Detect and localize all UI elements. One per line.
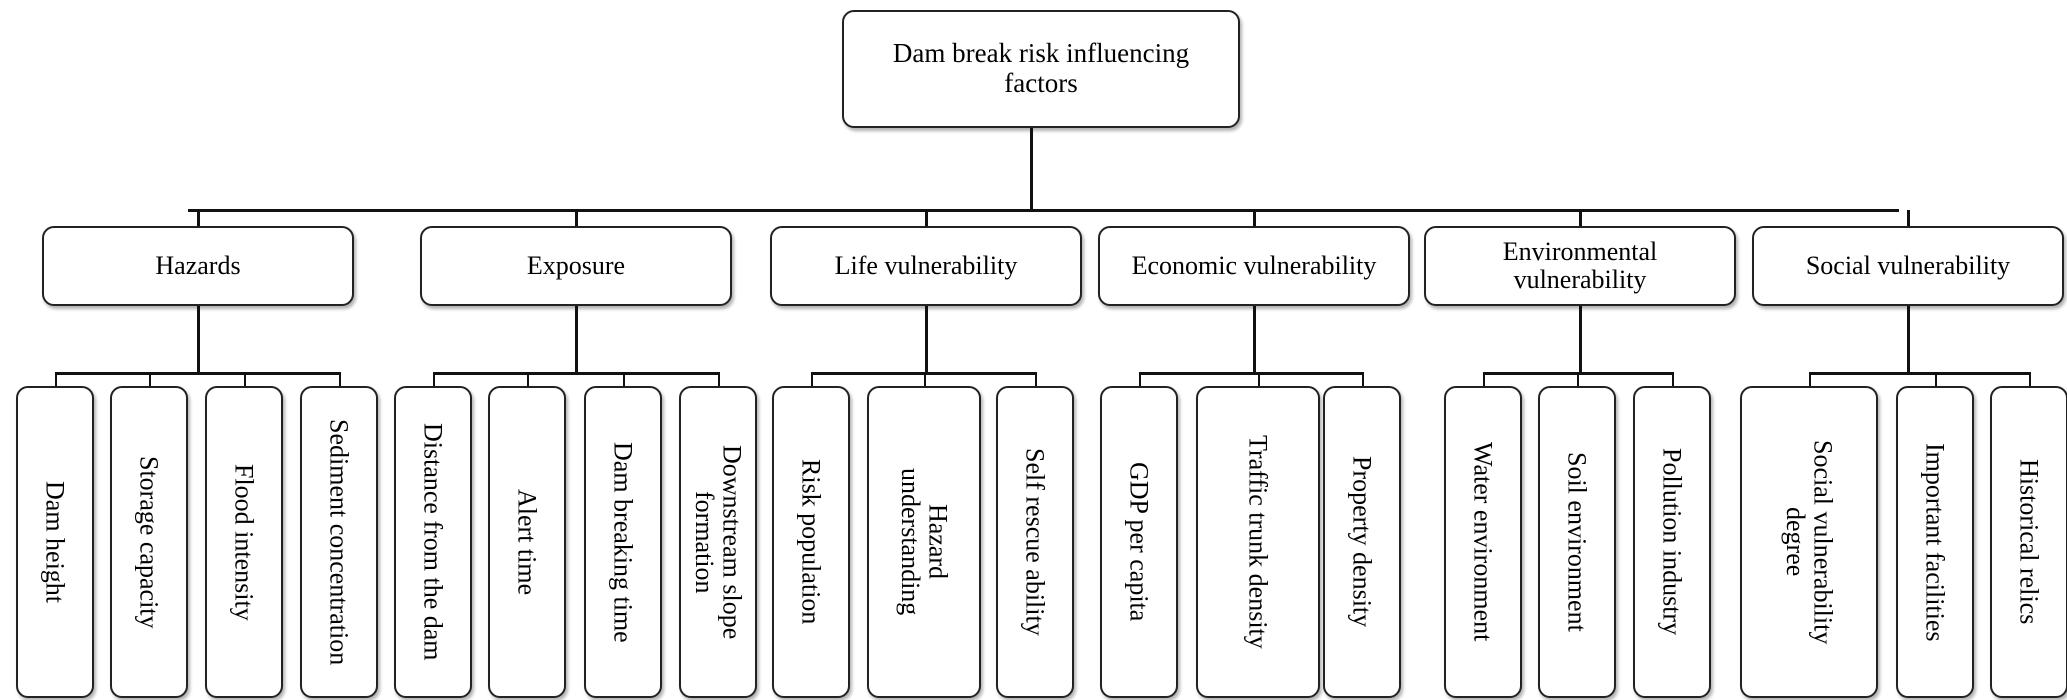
category-stem-line — [1253, 306, 1256, 373]
factor-drop-line — [55, 372, 57, 386]
factor-label: Pollution industry — [1657, 448, 1687, 636]
category-drop-line — [1907, 210, 1910, 226]
category-stem-line — [575, 306, 578, 373]
factor-node: Downstream slope formation — [679, 386, 757, 698]
category-node-environmental-vulnerability: Environmental vulnerability — [1424, 226, 1736, 306]
factor-node: Risk population — [772, 386, 850, 698]
factor-label: Important facilities — [1920, 442, 1950, 642]
category-stem-line — [1579, 306, 1582, 373]
factor-node: Distance from the dam — [394, 386, 472, 698]
category-drop-line — [197, 210, 200, 226]
factor-label: Property density — [1347, 456, 1377, 628]
factor-drop-line — [1483, 372, 1485, 386]
factor-drop-line — [924, 372, 926, 386]
category-node-life-vulnerability: Life vulnerability — [770, 226, 1082, 306]
category-node-social-vulnerability: Social vulnerability — [1752, 226, 2064, 306]
factor-node: Dam height — [16, 386, 94, 698]
factor-drop-line — [718, 372, 720, 386]
factor-label: Historical relics — [2014, 459, 2044, 625]
factor-node: Important facilities — [1896, 386, 1974, 698]
category-bus — [188, 209, 1899, 212]
category-stem-line — [1907, 306, 1910, 373]
factor-node: Storage capacity — [110, 386, 188, 698]
factor-bus-line — [1809, 372, 2031, 375]
factor-drop-line — [811, 372, 813, 386]
factor-drop-line — [1935, 372, 1937, 386]
category-node-hazards: Hazards — [42, 226, 354, 306]
factor-label: Alert time — [512, 488, 542, 596]
factor-drop-line — [623, 372, 625, 386]
factor-label: Storage capacity — [134, 455, 164, 629]
category-drop-line — [1253, 210, 1256, 226]
factor-drop-line — [1139, 372, 1141, 386]
factor-label: Soil environment — [1562, 452, 1592, 632]
factor-node: Social vulnerability degree — [1740, 386, 1878, 698]
factor-bus-line — [55, 372, 341, 375]
category-node-economic-vulnerability: Economic vulnerability — [1098, 226, 1410, 306]
factor-node: Water environment — [1444, 386, 1522, 698]
factor-label: Dam breaking time — [608, 441, 638, 643]
factor-node: Property density — [1323, 386, 1401, 698]
factor-label: Social vulnerability degree — [1781, 439, 1838, 645]
factor-label: Risk population — [796, 459, 826, 625]
root-node: Dam break risk influencing factors — [842, 10, 1240, 128]
factor-drop-line — [433, 372, 435, 386]
factor-drop-line — [1258, 372, 1260, 386]
factor-node: Self rescue ability — [996, 386, 1074, 698]
factor-node: Sediment concentration — [300, 386, 378, 698]
factor-drop-line — [1035, 372, 1037, 386]
factor-node: Dam breaking time — [584, 386, 662, 698]
category-stem-line — [925, 306, 928, 373]
factor-drop-line — [1809, 372, 1811, 386]
factor-label: Sediment concentration — [324, 418, 354, 666]
factor-node: Soil environment — [1538, 386, 1616, 698]
factor-node: Flood intensity — [205, 386, 283, 698]
factor-drop-line — [527, 372, 529, 386]
factor-drop-line — [1577, 372, 1579, 386]
category-drop-line — [925, 210, 928, 226]
category-drop-line — [575, 210, 578, 226]
factor-node: Pollution industry — [1633, 386, 1711, 698]
factor-label: Hazard understanding — [896, 468, 953, 616]
factor-bus-line — [1139, 372, 1364, 375]
factor-label: Downstream slope formation — [690, 444, 747, 640]
root-connector — [1030, 128, 1033, 210]
factor-bus-line — [433, 372, 720, 375]
factor-drop-line — [339, 372, 341, 386]
factor-drop-line — [149, 372, 151, 386]
category-node-exposure: Exposure — [420, 226, 732, 306]
factor-label: Distance from the dam — [418, 423, 448, 661]
factor-node: Alert time — [488, 386, 566, 698]
factor-label: GDP per capita — [1124, 462, 1154, 622]
category-drop-line — [1579, 210, 1582, 226]
factor-drop-line — [244, 372, 246, 386]
factor-label: Water environment — [1468, 442, 1498, 642]
factor-drop-line — [1362, 372, 1364, 386]
factor-label: Self rescue ability — [1020, 448, 1050, 636]
factor-node: Traffic trunk density — [1196, 386, 1320, 698]
category-stem-line — [197, 306, 200, 373]
factor-drop-line — [2029, 372, 2031, 386]
factor-label: Dam height — [40, 480, 70, 604]
factor-node: GDP per capita — [1100, 386, 1178, 698]
factor-node: Historical relics — [1990, 386, 2067, 698]
factor-label: Flood intensity — [229, 463, 259, 621]
factor-node: Hazard understanding — [867, 386, 981, 698]
factor-drop-line — [1672, 372, 1674, 386]
factor-label: Traffic trunk density — [1243, 435, 1273, 649]
